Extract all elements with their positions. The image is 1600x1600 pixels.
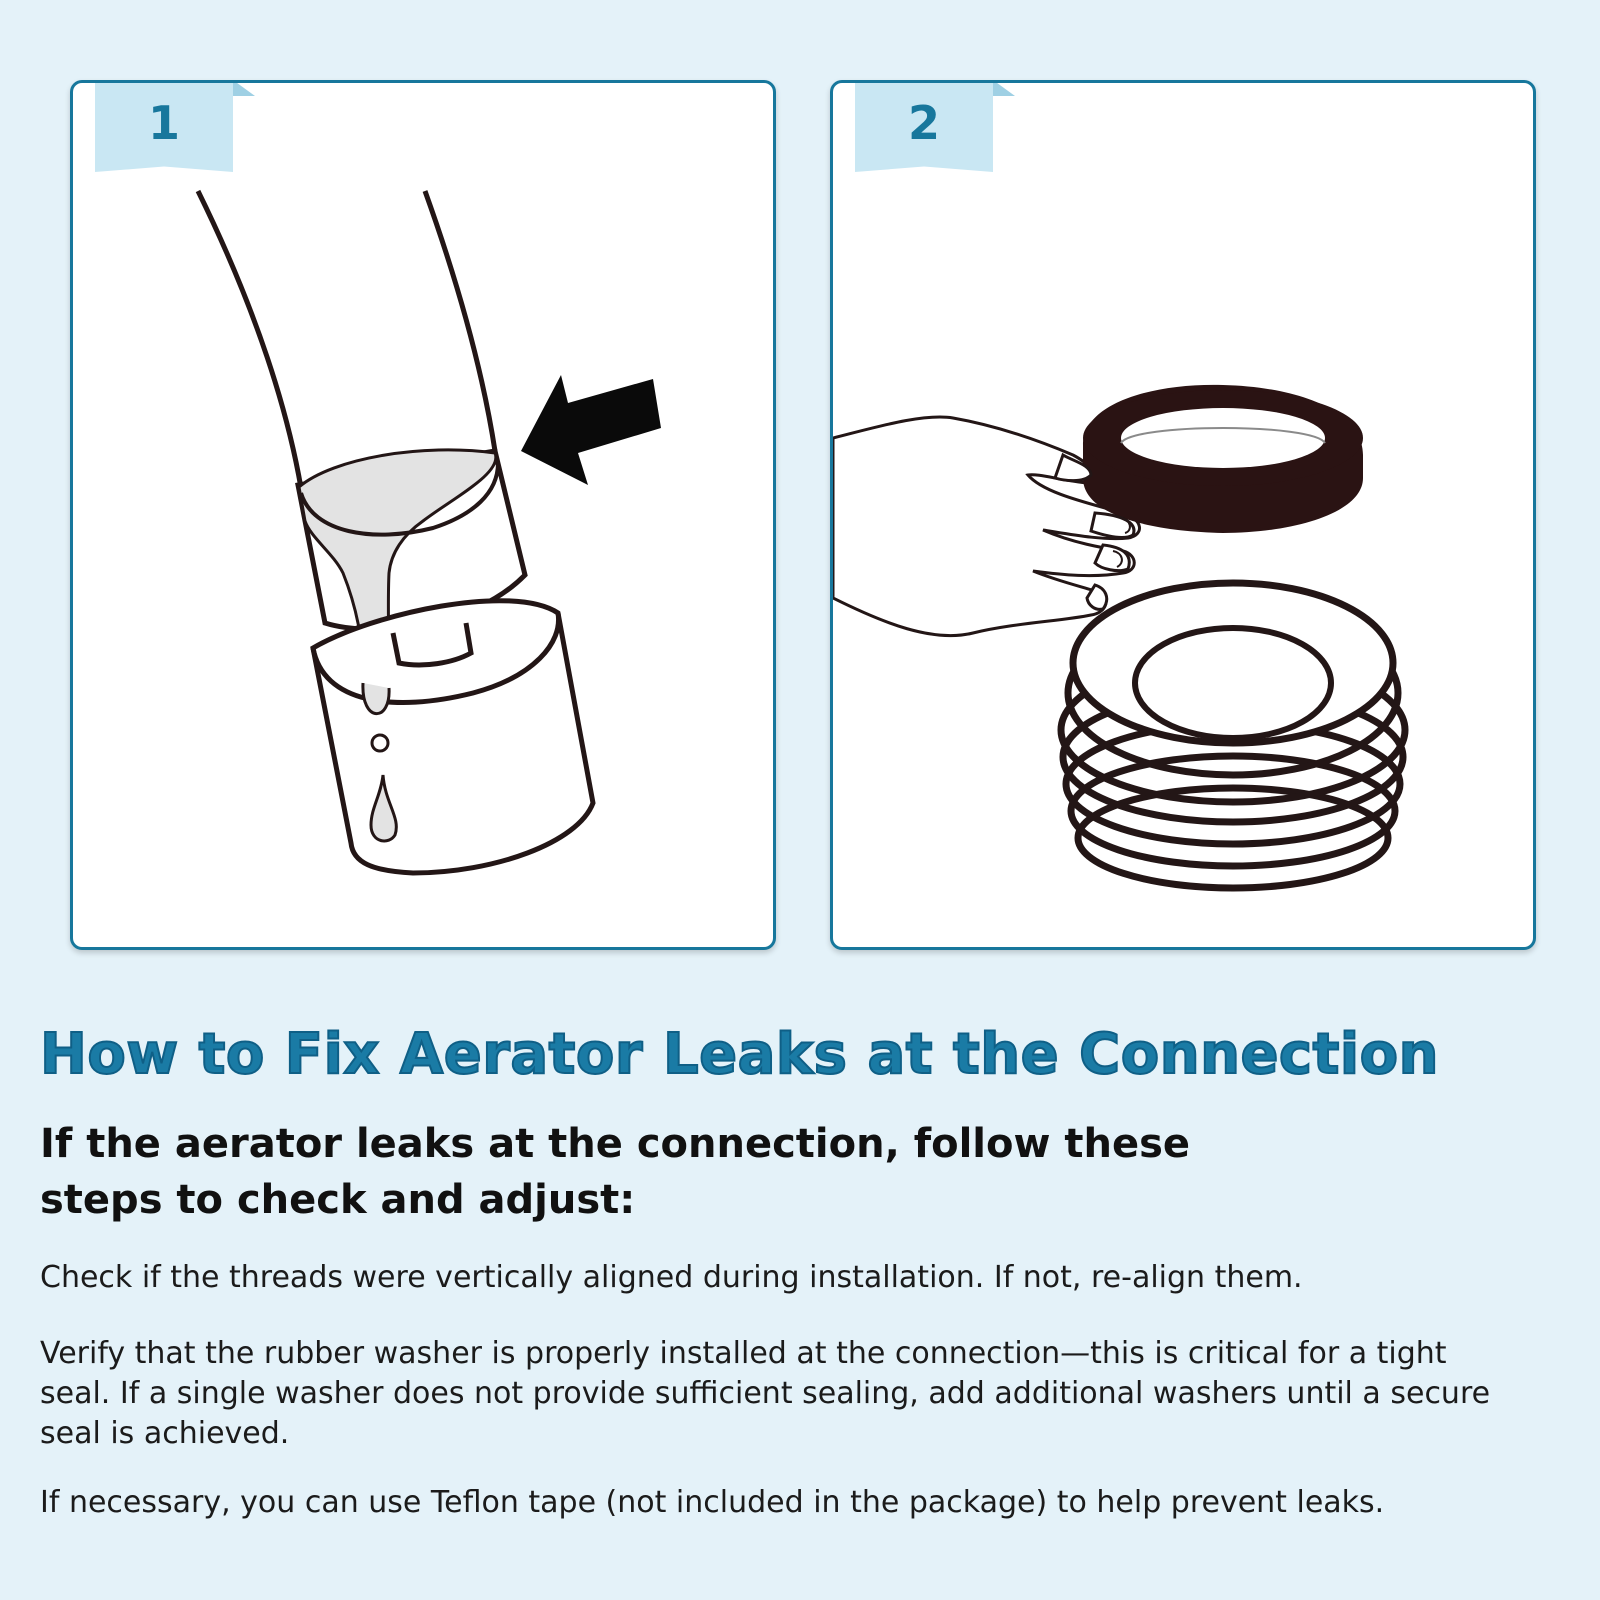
step-2-panel: 2	[830, 80, 1536, 950]
faucet-spout	[195, 189, 304, 489]
instruction-step: Check if the threads were vertically ali…	[40, 1260, 1303, 1295]
water-leak	[297, 448, 498, 707]
water-drop-small	[370, 733, 390, 753]
hand-fingers	[1053, 452, 1136, 611]
arrow-icon	[521, 375, 661, 485]
instruction-step: Verify that the rubber washer is properl…	[40, 1336, 1491, 1451]
threaded-aerator	[1057, 579, 1409, 892]
step-1-panel: 1	[70, 80, 776, 950]
leaking-aerator-illustration	[195, 189, 661, 876]
page-subtitle: If the aerator leaks at the connection, …	[40, 1121, 1191, 1223]
step-number-badge: 2	[855, 83, 993, 172]
step-number-badge: 1	[95, 83, 233, 172]
rubber-washer	[1083, 384, 1363, 533]
washer-installation-illustration	[833, 384, 1409, 892]
page-title: How to Fix Aerator Leaks at the Connecti…	[39, 1021, 1439, 1088]
instruction-step: If necessary, you can use Teflon tape (n…	[40, 1485, 1385, 1520]
water-drop	[369, 774, 398, 843]
